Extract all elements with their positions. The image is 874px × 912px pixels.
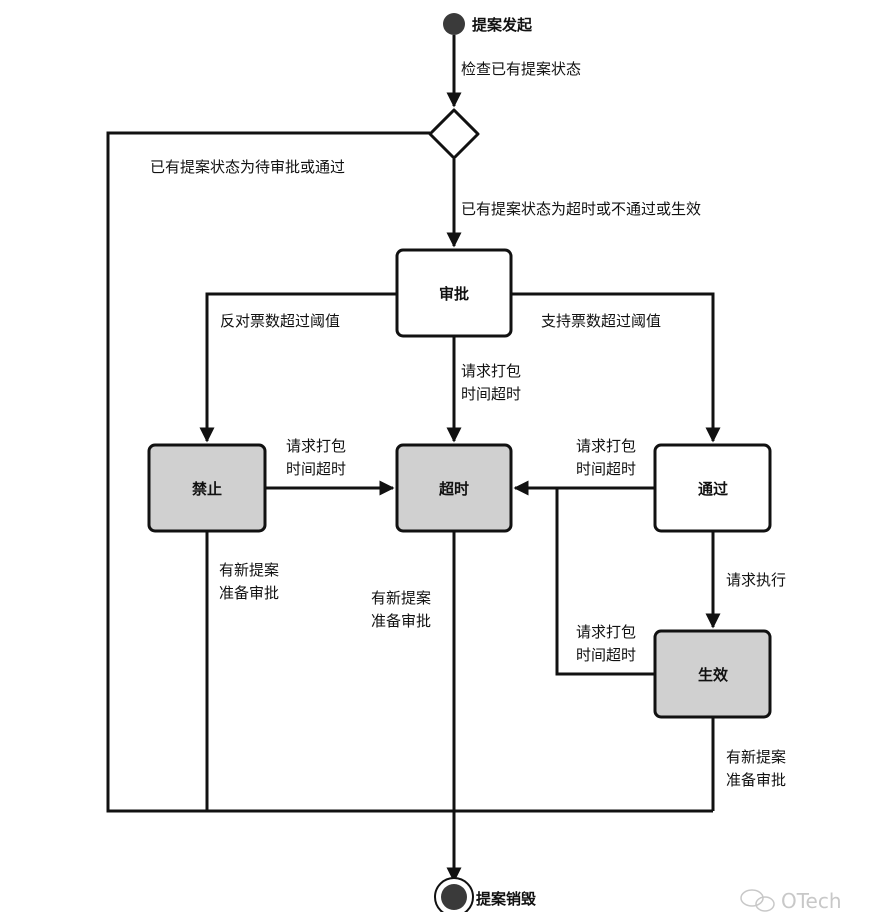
edge-decision-to-end-loop — [106, 131, 713, 813]
label-timeout-new-proposal-2: 准备审批 — [371, 612, 431, 630]
label-check-existing: 检查已有提案状态 — [461, 60, 581, 78]
label-review-pack-timeout-2: 时间超时 — [461, 385, 521, 403]
label-review-pack-timeout-1: 请求打包 — [461, 362, 521, 380]
label-passed-pack-timeout-2: 时间超时 — [576, 460, 636, 478]
label-effective-new-proposal-2: 准备审批 — [726, 771, 786, 789]
end-label: 提案销毁 — [476, 890, 537, 908]
edge-effective-to-timeout — [555, 488, 655, 676]
state-timeout: 超时 — [395, 443, 513, 533]
edge-review-to-banned — [199, 292, 397, 443]
initial-state-node — [443, 13, 465, 35]
label-support-over-threshold: 支持票数超过阈值 — [541, 312, 661, 330]
label-banned-new-proposal-1: 有新提案 — [219, 561, 279, 579]
watermark-text: OTech — [781, 889, 842, 912]
state-effective: 生效 — [653, 629, 772, 719]
state-review: 审批 — [395, 248, 513, 338]
label-banned-new-proposal-2: 准备审批 — [219, 584, 279, 602]
label-existing-timeout-rejected-effective: 已有提案状态为超时或不通过或生效 — [461, 200, 701, 218]
state-review-label: 审批 — [439, 285, 469, 303]
state-banned-label: 禁止 — [192, 480, 222, 498]
state-passed-label: 通过 — [698, 480, 728, 498]
label-effective-pack-timeout-1: 请求打包 — [576, 623, 636, 641]
watermark: OTech — [740, 889, 842, 912]
state-timeout-label: 超时 — [438, 480, 469, 498]
label-timeout-new-proposal-1: 有新提案 — [371, 589, 431, 607]
final-state-node — [441, 884, 467, 910]
label-passed-pack-timeout-1: 请求打包 — [576, 437, 636, 455]
edge-review-to-passed — [511, 292, 721, 443]
label-against-over-threshold: 反对票数超过阈值 — [220, 312, 340, 330]
state-passed: 通过 — [653, 443, 772, 533]
wechat-icon — [740, 889, 775, 912]
label-request-execute: 请求执行 — [726, 571, 786, 589]
label-existing-pending-or-passed: 已有提案状态为待审批或通过 — [150, 158, 345, 176]
decision-node — [428, 108, 480, 160]
label-effective-pack-timeout-2: 时间超时 — [576, 646, 636, 664]
state-effective-label: 生效 — [698, 666, 729, 684]
label-banned-pack-timeout-1: 请求打包 — [286, 437, 346, 455]
label-effective-new-proposal-1: 有新提案 — [726, 748, 786, 766]
label-banned-pack-timeout-2: 时间超时 — [286, 460, 346, 478]
state-banned: 禁止 — [147, 443, 267, 533]
start-label: 提案发起 — [472, 16, 533, 34]
